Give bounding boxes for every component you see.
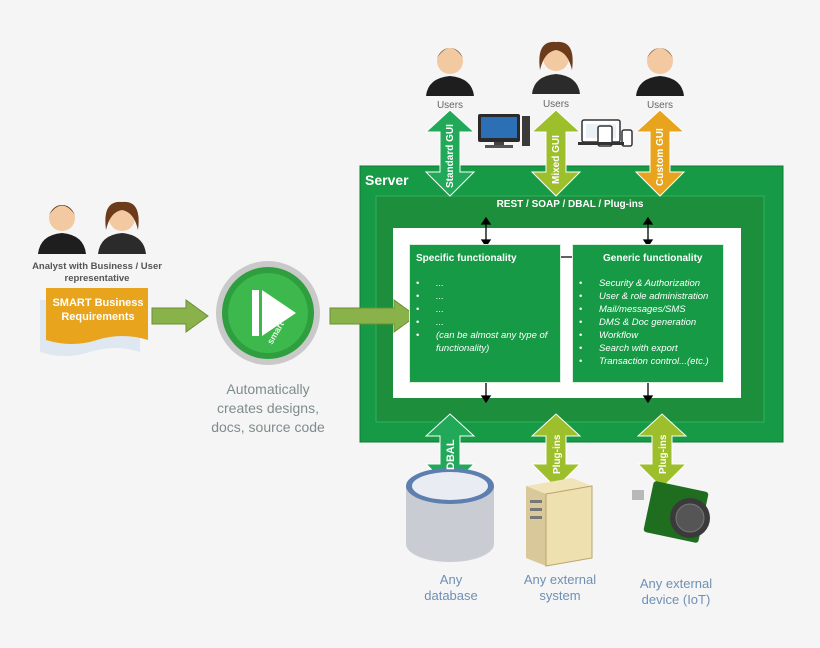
specific-functionality-list: ... ... ... ... (can be almost any type …: [410, 277, 560, 355]
mixed-gui-arrow: [530, 109, 582, 197]
user-icon-1: [426, 48, 474, 96]
server-tower-icon: [526, 478, 593, 567]
list-item: Workflow: [573, 329, 723, 342]
list-item: ...: [410, 303, 560, 316]
standard-gui-arrow: [424, 109, 476, 197]
plugins-system-label: Plug-ins: [552, 434, 563, 474]
requirements-document-title: SMART Business Requirements: [52, 297, 144, 323]
server-title: Server: [365, 172, 409, 188]
list-item: Security & Authorization: [573, 277, 723, 290]
mobile-devices-icon: [578, 119, 633, 147]
standard-gui-label: Standard GUI: [445, 124, 456, 188]
list-item: Mail/messages/SMS: [573, 303, 723, 316]
list-item: ...: [410, 316, 560, 329]
list-item: DMS & Doc generation: [573, 316, 723, 329]
user-icon-2: [532, 41, 580, 94]
analyst-label: Analyst with Business / User representat…: [32, 261, 162, 284]
interface-band-label: REST / SOAP / DBAL / Plug-ins: [496, 199, 644, 210]
mixed-gui-label: Mixed GUI: [551, 135, 562, 184]
desktop-computer-icon: [478, 114, 530, 148]
list-item: User & role administration: [573, 290, 723, 303]
generic-functionality-list: Security & Authorization User & role adm…: [573, 277, 723, 368]
analyst-female-icon: [98, 201, 146, 254]
analyst-male-icon: [38, 205, 86, 254]
list-item: ...: [410, 277, 560, 290]
users-label-2: Users: [542, 99, 570, 110]
list-item: Transaction control...(etc.): [573, 355, 723, 368]
specific-functionality-panel: Specific functionality ... ... ... ... (…: [409, 244, 561, 383]
flow-arrow-to-smart: [151, 299, 209, 333]
database-icon: [406, 468, 494, 562]
specific-functionality-title: Specific functionality: [416, 253, 517, 264]
smart-play-button-icon: [216, 261, 320, 365]
custom-gui-label: Custom GUI: [655, 128, 666, 186]
generic-functionality-title: Generic functionality: [603, 253, 703, 264]
users-label-1: Users: [436, 100, 464, 111]
users-label-3: Users: [646, 100, 674, 111]
flow-arrow-to-server: [329, 299, 417, 333]
generic-functionality-panel: Generic functionality Security & Authori…: [572, 244, 724, 383]
external-system-caption: Any external system: [523, 572, 597, 603]
smart-caption: Automatically creates designs, docs, sou…: [211, 381, 325, 435]
list-item: Search with export: [573, 342, 723, 355]
requirements-document-icon: [40, 288, 148, 356]
list-item: (can be almost any type of functionality…: [410, 329, 560, 355]
plugins-device-label: Plug-ins: [658, 434, 669, 474]
database-caption: Any database: [424, 572, 478, 603]
custom-gui-arrow: [634, 109, 686, 197]
user-icon-3: [636, 48, 684, 96]
external-device-caption: Any external device (IoT): [639, 576, 713, 607]
iot-device-icon: [632, 481, 710, 543]
dbal-label: DBAL: [445, 439, 457, 470]
list-item: ...: [410, 290, 560, 303]
